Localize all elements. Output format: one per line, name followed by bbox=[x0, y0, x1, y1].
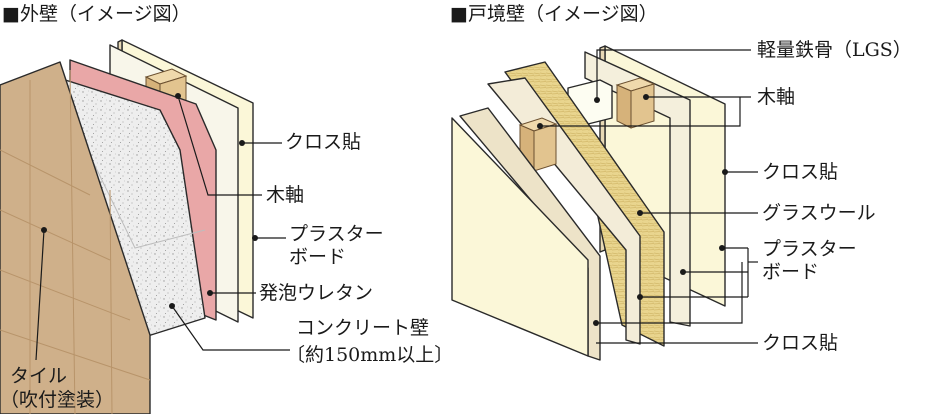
partition-label-plaster-2: ボード bbox=[762, 261, 819, 283]
exterior-wall-diagram: ■外壁（イメージ図） bbox=[0, 3, 453, 414]
partition-front-cloth-board bbox=[451, 117, 589, 357]
exterior-label-tile-2: （吹付塗装） bbox=[0, 388, 114, 411]
exterior-label-plaster-2: ボード bbox=[289, 246, 346, 268]
partition-wood-stud-right bbox=[615, 77, 656, 129]
exterior-label-wood: 木軸 bbox=[266, 184, 304, 206]
partition-label-lgs: 軽量鉄骨（LGS） bbox=[757, 39, 912, 61]
partition-mid-plaster-board bbox=[487, 77, 641, 345]
partition-label-wood: 木軸 bbox=[757, 86, 795, 108]
exterior-label-concrete-1: コンクリート壁 bbox=[296, 317, 429, 339]
exterior-label-cloth: クロス貼 bbox=[285, 131, 361, 153]
exterior-label-urethane: 発泡ウレタン bbox=[259, 282, 373, 304]
partition-label-cloth-bottom: クロス貼 bbox=[762, 332, 838, 354]
partition-label-plaster-1: プラスター bbox=[762, 238, 857, 260]
partition-title: ■戸境壁（イメージ図） bbox=[450, 3, 658, 25]
partition-leaders bbox=[537, 49, 758, 344]
partition-label-glasswool: グラスウール bbox=[762, 202, 876, 224]
exterior-title: ■外壁（イメージ図） bbox=[2, 3, 191, 25]
exterior-label-concrete-2: 〔約150mm以上〕 bbox=[286, 344, 453, 366]
partition-wall-diagram: ■戸境壁（イメージ図） bbox=[450, 3, 912, 361]
partition-label-cloth-top: クロス貼 bbox=[762, 161, 838, 183]
partition-back-plaster-board bbox=[584, 51, 691, 327]
exterior-leaders bbox=[35, 93, 290, 361]
exterior-label-plaster-1: プラスター bbox=[289, 223, 384, 245]
exterior-label-tile-1: タイル bbox=[10, 365, 67, 387]
